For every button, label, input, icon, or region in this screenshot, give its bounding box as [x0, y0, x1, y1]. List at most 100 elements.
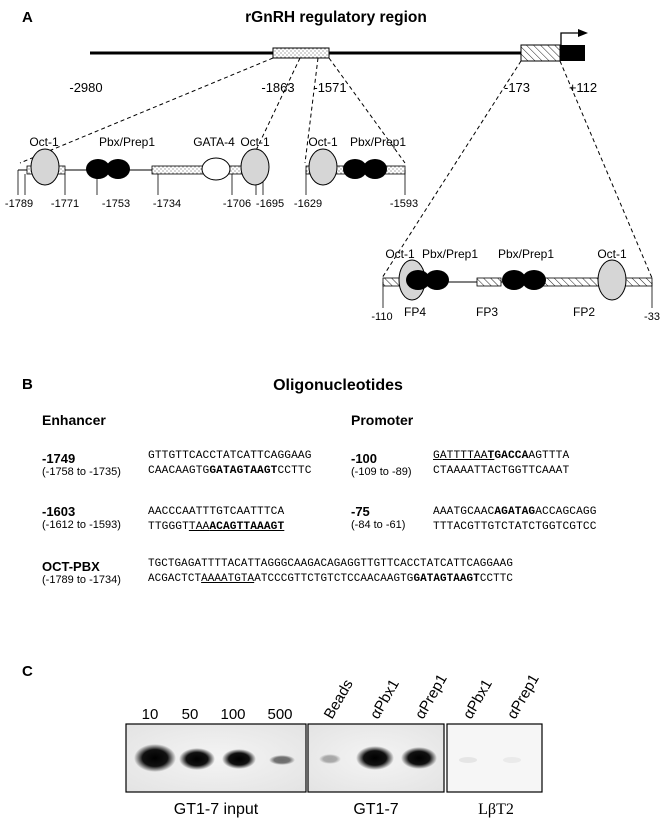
oct1-site: [30, 148, 60, 186]
oligo-range: (-84 to -61): [351, 519, 406, 531]
gel-band: [269, 755, 295, 765]
zoom-lines: [19, 57, 653, 279]
factor-label: Oct-1: [597, 247, 627, 261]
position-label: -1863: [261, 80, 294, 95]
gata4-site: [201, 157, 231, 181]
position-label: +112: [569, 80, 597, 95]
oligo-1749: -1749 (-1758 to -1735): [42, 451, 121, 478]
seq-bottom: ACGACTCTAAAATGTAATCCCGTTCTGTCTCCAACAAGTG…: [148, 573, 513, 585]
regulatory-region-map: [90, 29, 588, 62]
gel-band: [356, 746, 394, 770]
prep1-site: [106, 159, 130, 179]
seq-bottom: TTGGGTTAAACAGTTAAAGT: [148, 521, 285, 533]
oct1-site: [308, 148, 338, 186]
oligo-75: -75 (-84 to -61): [351, 504, 405, 531]
tick-label: -1734: [153, 198, 181, 210]
gel-label: GT1-7 input: [174, 801, 259, 818]
gel-band: [401, 747, 437, 769]
gel-band: [222, 749, 256, 769]
enhancer-header: Enhancer: [42, 412, 106, 428]
tick-label: -1629: [294, 198, 322, 210]
oligo-1749-sequence: GTTGTTCACCTATCATTCAGGAAG CAACAAGTGGATAGT…: [148, 449, 312, 479]
tick-label: -1706: [223, 198, 251, 210]
transcription-start-arrow: [560, 32, 580, 45]
factor-label: Pbx/Prep1: [422, 247, 478, 261]
position-labels: -2980 -1863 -1571 -173 +112: [69, 80, 597, 95]
tick-label: -1593: [390, 198, 418, 210]
tick-label: -1789: [5, 198, 33, 210]
factor-label: Pbx/Prep1: [99, 135, 155, 149]
gel-labels: GT1-7 input GT1-7 LβT2: [174, 801, 514, 818]
arrow-head-icon: [578, 29, 588, 37]
oligo-name: -100: [351, 451, 378, 466]
lane-label: 500: [267, 706, 292, 723]
panel-b-title: Oligonucleotides: [273, 377, 403, 394]
tick-label: -33: [644, 311, 660, 323]
lane-label: αPbx1: [460, 676, 496, 722]
seq-top: AACCCAATTTGTCAATTTCA: [148, 506, 285, 518]
oligo-100-sequence: GATTTTAATGACCAAGTTTA CTAAAATTACTGGTTCAAA…: [433, 449, 569, 479]
position-label: -2980: [69, 80, 102, 95]
input-lane-labels: 10 50 100 500: [142, 706, 293, 723]
promoter-header: Promoter: [351, 412, 414, 428]
enhancer-detail-2: Oct-1 Pbx/Prep1 -1629 -1593: [294, 135, 418, 210]
factor-label: Oct-1: [308, 135, 338, 149]
position-label: -173: [504, 80, 530, 95]
oligo-name: -75: [351, 504, 370, 519]
oct1-site: [597, 259, 627, 301]
seq-top: TGCTGAGATTTTACATTAGGGCAAGACAGAGGTTGTTCAC…: [148, 558, 513, 570]
gel-lbt2: [446, 723, 543, 793]
promoter-box: [520, 44, 561, 62]
panel-a-label: A: [22, 9, 33, 26]
seq-top: GTTGTTCACCTATCATTCAGGAAG: [148, 450, 312, 462]
factor-label: Oct-1: [385, 247, 415, 261]
oligo-name: -1603: [42, 504, 76, 519]
exon-box: [560, 45, 585, 61]
tick-label: -1771: [51, 198, 79, 210]
seq-bottom: CAACAAGTGGATAGTAAGTCCTTC: [148, 465, 312, 477]
gel-gt17-input: [125, 723, 307, 793]
pbx-site: [86, 159, 110, 179]
footprint-label: FP4: [404, 305, 426, 319]
oligo-range: (-1789 to -1734): [42, 574, 121, 586]
oligo-name: OCT-PBX: [42, 559, 100, 574]
oligo-name: -1749: [42, 451, 76, 466]
oligo-75-sequence: AAATGCAACAGATAGACCAGCAGG TTTACGTTGTCTATC…: [433, 505, 597, 535]
seq-top: GATTTTAATGACCAAGTTTA: [433, 450, 570, 462]
factor-label: Oct-1: [29, 135, 59, 149]
seq-bottom: TTTACGTTGTCTATCTGGTCGTCC: [433, 521, 597, 533]
tick-label: -1695: [256, 198, 284, 210]
position-label: -1571: [313, 80, 346, 95]
panel-c-label: C: [22, 663, 33, 680]
tick-label: -1753: [102, 198, 130, 210]
lane-label: αPbx1: [367, 676, 403, 722]
pbx-site: [502, 270, 526, 290]
oligo-1603-sequence: AACCCAATTTGTCAATTTCA TTGGGTTAAACAGTTAAAG…: [148, 505, 284, 535]
gel-band: [134, 744, 176, 772]
gel-band: [319, 754, 341, 764]
seq-top: AAATGCAACAGATAGACCAGCAGG: [433, 506, 597, 518]
factor-label: Pbx/Prep1: [350, 135, 406, 149]
enhancer-box: [272, 47, 330, 59]
oligo-oct-pbx-sequence: TGCTGAGATTTTACATTAGGGCAAGACAGAGGTTGTTCAC…: [148, 557, 513, 587]
factor-label: Pbx/Prep1: [498, 247, 554, 261]
prep1-site: [425, 270, 449, 290]
prep1-site: [363, 159, 387, 179]
lane-label: Beads: [321, 677, 357, 722]
tick-label: -110: [371, 311, 392, 323]
factor-label: GATA-4: [193, 135, 235, 149]
oct1-site: [240, 148, 270, 186]
rotated-lane-labels: Beads αPbx1 αPrep1 αPbx1 αPrep1: [321, 671, 543, 722]
lane-label: 10: [142, 706, 159, 723]
gel-label: LβT2: [478, 801, 514, 818]
lane-label: 50: [182, 706, 199, 723]
oligo-oct-pbx: OCT-PBX (-1789 to -1734): [42, 559, 121, 586]
oligo-range: (-109 to -89): [351, 466, 412, 478]
lane-label: αPrep1: [412, 671, 451, 722]
lane-label: αPrep1: [504, 671, 543, 722]
gel-band: [179, 748, 215, 770]
panel-b-label: B: [22, 376, 33, 393]
oligo-range: (-1758 to -1735): [42, 466, 121, 478]
footprint-label: FP2: [573, 305, 595, 319]
